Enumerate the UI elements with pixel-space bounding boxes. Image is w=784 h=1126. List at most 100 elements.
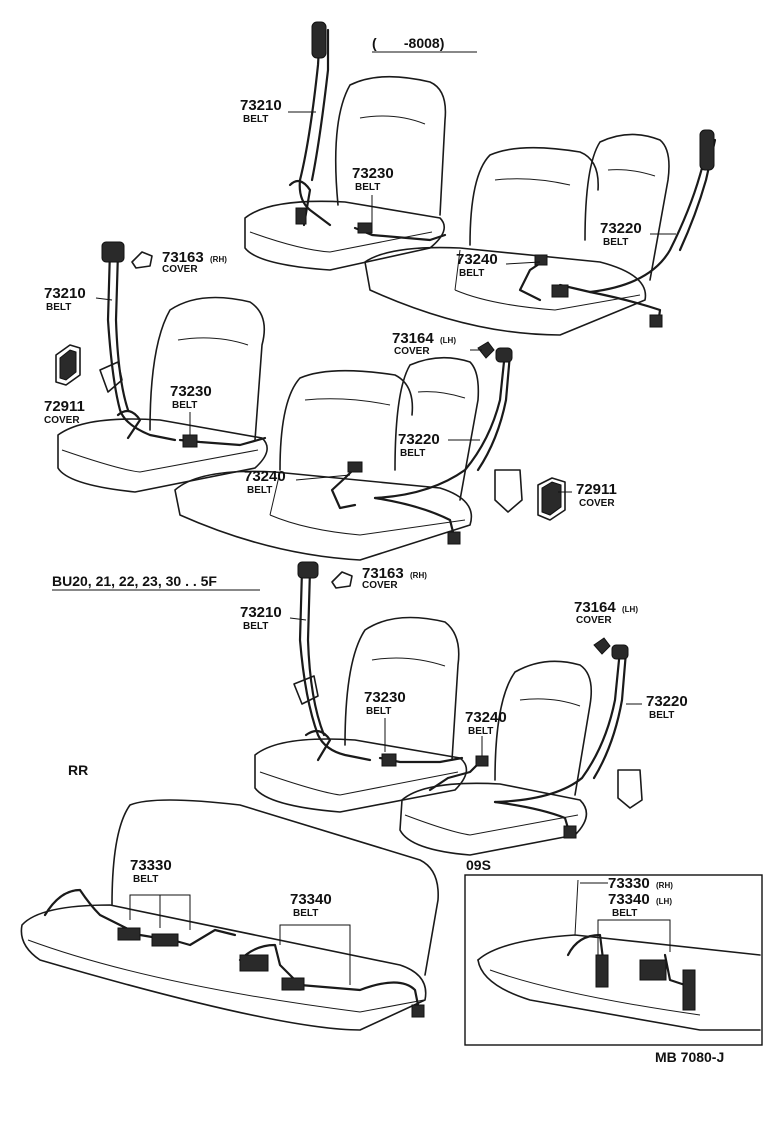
callout-73240-mid: 73240 BELT [244,468,286,496]
driver-seat-cushion [244,200,446,271]
svg-text:BELT: BELT [468,726,493,737]
belt-73240-top [518,258,547,302]
svg-text:COVER: COVER [162,264,198,275]
svg-text:73163: 73163 [162,249,204,266]
callout-73210: 73210 BELT [240,97,282,125]
callout-72911-left: 72911 COVER [44,398,85,426]
callout-73220: 73220 BELT [600,220,642,248]
belt-73220-mid [373,350,507,500]
svg-text:73340: 73340 [290,891,332,908]
section-rear-bench [20,799,439,1031]
svg-text:BELT: BELT [243,621,268,632]
inset-label: 09S [466,857,491,873]
svg-text:73230: 73230 [364,689,406,706]
svg-text:73220: 73220 [646,693,688,710]
svg-text:73240: 73240 [244,468,286,485]
svg-text:73240: 73240 [465,709,507,726]
svg-text:BELT: BELT [293,908,318,919]
passenger-seat-cushion-3 [399,782,588,856]
top-range-label: ( -8008) [372,35,444,51]
svg-text:73240: 73240 [456,251,498,268]
svg-text:73163: 73163 [362,565,404,582]
cover-73164-bu [593,637,611,655]
driver-seat-back-3 [344,616,460,761]
inset-09s-seat [477,879,761,1031]
driver-seat-back [334,75,447,216]
leader-lines [52,51,676,985]
svg-text:73230: 73230 [170,383,212,400]
svg-text:73210: 73210 [240,97,282,114]
svg-text:BELT: BELT [366,706,391,717]
svg-text:73210: 73210 [44,285,86,302]
cover-72911-right [537,477,566,521]
callout-73164-lh-bu: 73164 (LH) COVER [574,599,638,626]
bench-seat-back-2 [279,369,414,471]
belt-73220-top [558,138,712,294]
belt-73210-mid [106,248,177,442]
svg-text:COVER: COVER [362,580,398,591]
svg-text:(RH): (RH) [656,881,673,890]
section-bu-front-seats [254,561,643,856]
section-labels: ( -8008) BU20, 21, 22, 23, 30 . . 5F RR … [52,35,724,1065]
svg-text:BELT: BELT [603,237,628,248]
svg-text:73230: 73230 [352,165,394,182]
bench-seat-back [469,146,599,246]
callout-73230-mid: 73230 BELT [170,383,212,411]
belt-73340-inset [663,953,687,987]
svg-text:BELT: BELT [133,874,158,885]
belt-73330-rear [43,888,172,942]
section-middle-seats [55,241,566,561]
belt-73240-bu [428,758,484,792]
cover-72911-left [55,344,81,386]
svg-text:BELT: BELT [172,400,197,411]
svg-text:BELT: BELT [612,908,637,919]
belt-73220-bu [493,648,622,804]
callout-73220-mid: 73220 BELT [398,431,440,459]
callout-73163-rh: 73163 (RH) COVER [162,249,227,275]
callout-73164-lh: 73164 (LH) COVER [392,330,456,357]
svg-text:72911: 72911 [576,481,617,498]
driver-seat-back-2 [149,296,266,441]
rear-label: RR [68,762,88,778]
rear-bench-back [111,799,439,976]
passenger-seat-back-3 [494,660,593,796]
svg-text:(RH): (RH) [410,571,427,580]
svg-text:73164: 73164 [392,330,434,347]
rear-bench-cushion [20,904,427,1031]
svg-text:COVER: COVER [579,498,615,509]
callout-72911-right: 72911 COVER [576,481,617,509]
svg-text:73220: 73220 [398,431,440,448]
svg-text:73330: 73330 [130,857,172,874]
callout-73340-rear: 73340 BELT [290,891,332,919]
callout-73163-rh-bu: 73163 (RH) COVER [362,565,427,591]
callout-73230: 73230 BELT [352,165,394,193]
callout-73240: 73240 BELT [456,251,498,279]
svg-text:COVER: COVER [576,615,612,626]
svg-text:73330: 73330 [608,875,650,892]
svg-text:BELT: BELT [649,710,674,721]
belt-73210-top [298,28,332,227]
callout-73210-mid: 73210 BELT [44,285,86,313]
svg-text:COVER: COVER [394,346,430,357]
svg-text:BELT: BELT [459,268,484,279]
svg-text:BELT: BELT [355,182,380,193]
svg-text:72911: 72911 [44,398,85,415]
cover-73163-bu [331,571,353,589]
model-range-label: BU20, 21, 22, 23, 30 . . 5F [52,573,217,589]
callout-73230-bu: 73230 BELT [364,689,406,717]
belt-73240-mid [330,466,357,510]
callout-73220-bu: 73220 BELT [646,693,688,721]
bench-seat-cushion [364,246,647,336]
callout-73340-inset: 73340 (LH) BELT [608,891,672,919]
svg-text:(LH): (LH) [656,897,672,906]
svg-text:73210: 73210 [240,604,282,621]
footer-code: MB 7080-J [655,1049,724,1065]
callouts: 73210 BELT 73230 BELT 73220 BELT 73240 B… [44,97,688,919]
cover-73163-mid [131,251,153,269]
callout-73240-bu: 73240 BELT [465,709,507,737]
svg-text:(LH): (LH) [440,336,456,345]
belt-73210-bu [298,568,372,762]
belt-73330-inset [566,933,607,977]
svg-text:COVER: COVER [44,415,80,426]
